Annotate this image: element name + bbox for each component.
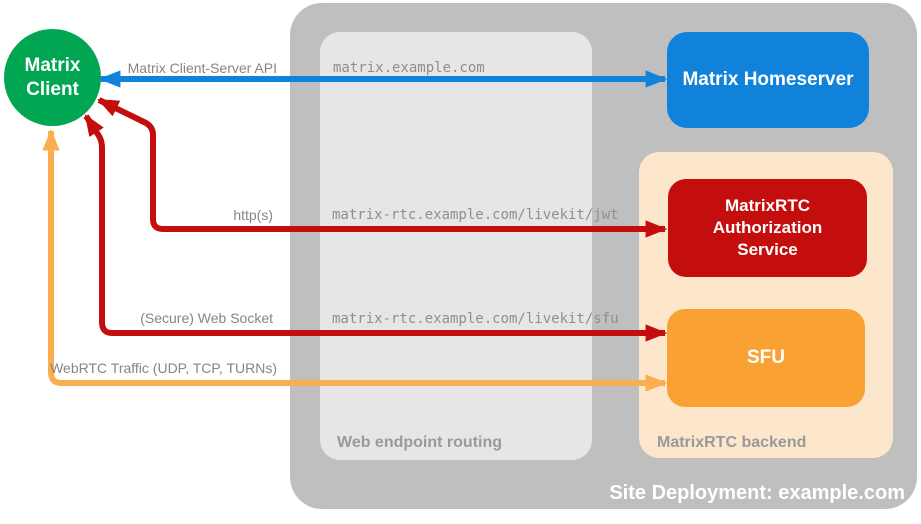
caption-web-endpoint-routing: Web endpoint routing — [337, 434, 503, 451]
caption-matrixrtc-backend: MatrixRTC backend — [657, 434, 807, 451]
matrix-homeserver-label: Matrix Homeserver — [682, 69, 854, 90]
endpoint-livekit-jwt: matrix-rtc.example.com/livekit/jwt — [332, 207, 619, 223]
matrix-client-label: Matrix Client — [24, 55, 81, 100]
matrix-homeserver-node: Matrix Homeserver — [667, 32, 869, 128]
matrixrtc-authorization-service-label: MatrixRTC Authorization Service — [712, 195, 823, 260]
label-webrtc-traffic: WebRTC Traffic (UDP, TCP, TURNs) — [50, 360, 277, 376]
sfu-label: SFU — [747, 347, 785, 368]
web-endpoint-routing-box — [320, 32, 592, 460]
matrixrtc-authorization-service-node: MatrixRTC Authorization Service — [668, 179, 867, 277]
matrix-client-node: Matrix Client — [4, 29, 101, 126]
label-https: http(s) — [233, 207, 273, 223]
sfu-node: SFU — [667, 309, 865, 407]
endpoint-matrix-example-com: matrix.example.com — [333, 60, 485, 76]
label-matrix-client-server-api: Matrix Client-Server API — [127, 60, 277, 76]
endpoint-livekit-sfu: matrix-rtc.example.com/livekit/sfu — [332, 311, 619, 327]
label-secure-web-socket: (Secure) Web Socket — [140, 310, 273, 326]
caption-site-deployment: Site Deployment: example.com — [609, 482, 905, 504]
